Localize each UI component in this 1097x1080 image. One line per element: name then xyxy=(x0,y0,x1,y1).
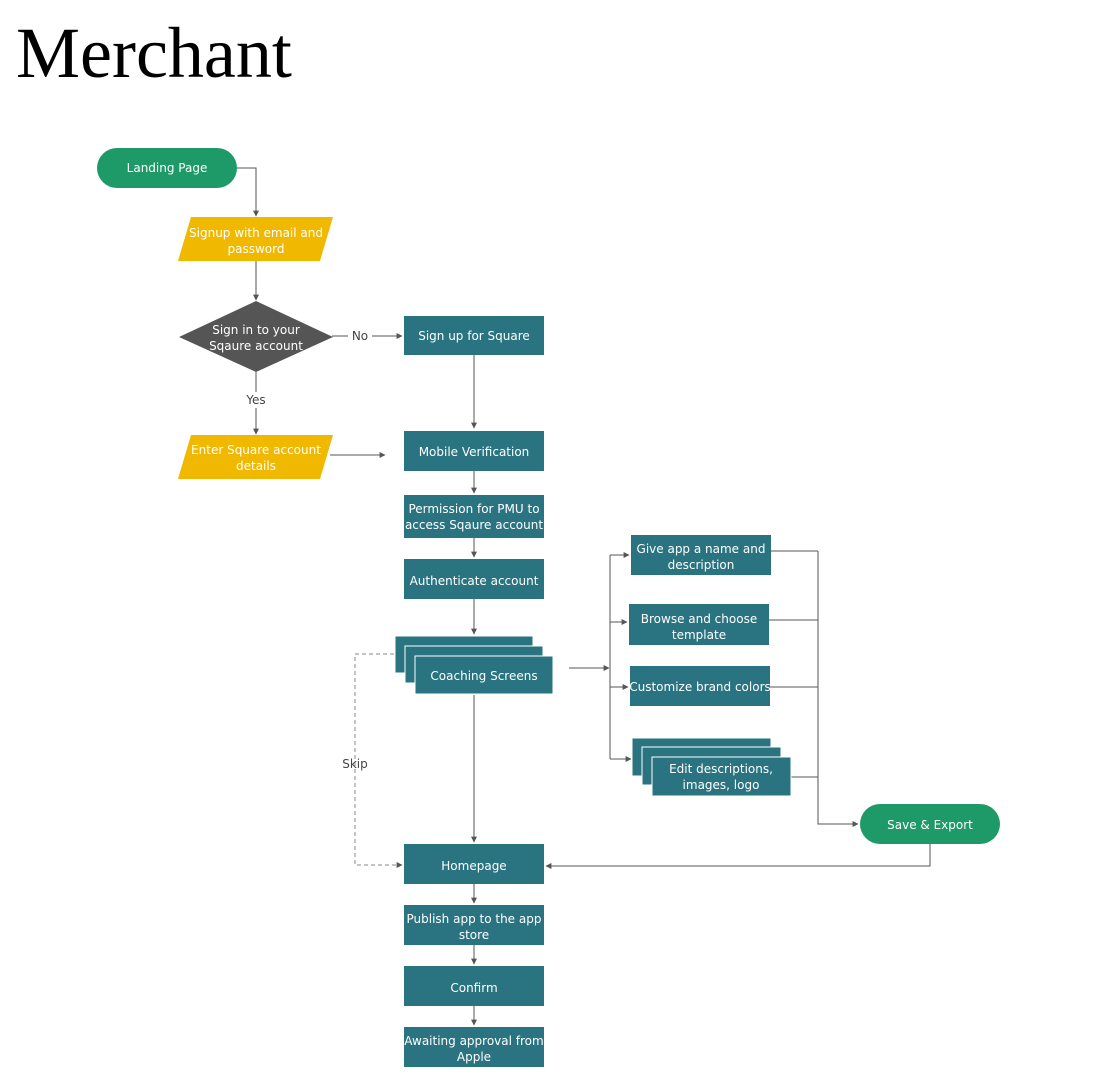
process-shape xyxy=(404,1027,544,1067)
terminal-shape xyxy=(97,148,237,188)
node-label: template xyxy=(672,628,726,642)
edge-merge-save xyxy=(817,551,859,827)
edge-label-skip: Skip xyxy=(342,757,368,771)
process-shape xyxy=(629,604,769,645)
node-edit-descriptions[interactable]: Edit descriptions, images, logo xyxy=(631,737,792,797)
node-label: Permission for PMU to xyxy=(408,502,539,516)
node-mobile-verification[interactable]: Mobile Verification xyxy=(404,431,544,471)
process-shape xyxy=(404,559,544,599)
node-label: Customize brand colors xyxy=(629,680,771,694)
node-label: Authenticate account xyxy=(410,574,539,588)
node-coaching-screens[interactable]: Coaching Screens xyxy=(394,635,554,695)
process-shape xyxy=(631,535,771,575)
process-shape xyxy=(404,431,544,471)
edge-label-yes: Yes xyxy=(245,393,265,407)
process-shape xyxy=(414,655,554,695)
page-title: Merchant xyxy=(16,13,292,93)
node-awaiting-approval[interactable]: Awaiting approval from Apple xyxy=(404,1027,544,1067)
node-customize-colors[interactable]: Customize brand colors xyxy=(629,666,771,706)
node-decision-signin[interactable]: Sign in to your Sqaure account xyxy=(179,301,333,372)
io-shape xyxy=(178,217,333,261)
node-label: Mobile Verification xyxy=(419,445,530,459)
node-label: Homepage xyxy=(441,859,506,873)
node-enter-details[interactable]: Enter Square account details xyxy=(178,435,333,479)
node-label: Landing Page xyxy=(127,161,208,175)
node-label: Sign in to your xyxy=(212,323,300,337)
node-confirm[interactable]: Confirm xyxy=(404,966,544,1006)
node-label: Sqaure account xyxy=(209,339,303,353)
edges xyxy=(237,167,931,1026)
edge-label-no: No xyxy=(352,329,368,343)
node-label: Signup with email and xyxy=(189,226,323,240)
decision-shape xyxy=(179,301,333,372)
node-give-name[interactable]: Give app a name and description xyxy=(631,535,771,575)
node-label: access Sqaure account xyxy=(405,518,543,532)
node-label: store xyxy=(459,928,489,942)
node-label: Sign up for Square xyxy=(418,329,530,343)
node-label: Publish app to the app xyxy=(407,912,542,926)
process-shape xyxy=(630,666,770,706)
node-label: Confirm xyxy=(450,981,497,995)
node-label: details xyxy=(236,459,276,473)
node-label: Awaiting approval from xyxy=(404,1034,543,1048)
node-signup[interactable]: Signup with email and password xyxy=(178,217,333,261)
process-shape xyxy=(651,756,792,797)
terminal-shape xyxy=(860,804,1000,844)
node-browse-template[interactable]: Browse and choose template xyxy=(629,604,769,645)
node-homepage[interactable]: Homepage xyxy=(404,844,544,884)
node-label: Give app a name and xyxy=(637,542,766,556)
io-shape xyxy=(178,435,333,479)
node-label: description xyxy=(668,558,735,572)
process-shape xyxy=(404,844,544,884)
process-shape xyxy=(404,495,544,538)
process-shape xyxy=(404,966,544,1006)
node-label: Coaching Screens xyxy=(430,669,537,683)
process-shape xyxy=(404,905,544,945)
node-label: Enter Square account xyxy=(191,443,321,457)
edge-landing-signup xyxy=(237,167,259,217)
node-authenticate[interactable]: Authenticate account xyxy=(404,559,544,599)
node-label: password xyxy=(228,242,285,256)
node-label: Save & Export xyxy=(887,818,973,832)
node-signup-square[interactable]: Sign up for Square xyxy=(404,316,544,355)
edge-skip xyxy=(354,653,403,868)
edge-save-homepage xyxy=(545,844,931,869)
node-label: Edit descriptions, xyxy=(669,762,773,776)
node-save-export[interactable]: Save & Export xyxy=(860,804,1000,844)
node-label: images, logo xyxy=(683,778,760,792)
process-shape xyxy=(404,316,544,355)
node-permission[interactable]: Permission for PMU to access Sqaure acco… xyxy=(404,495,544,538)
node-publish[interactable]: Publish app to the app store xyxy=(404,905,544,945)
node-label: Browse and choose xyxy=(641,612,757,626)
node-landing-page[interactable]: Landing Page xyxy=(97,148,237,188)
node-label: Apple xyxy=(457,1050,491,1064)
